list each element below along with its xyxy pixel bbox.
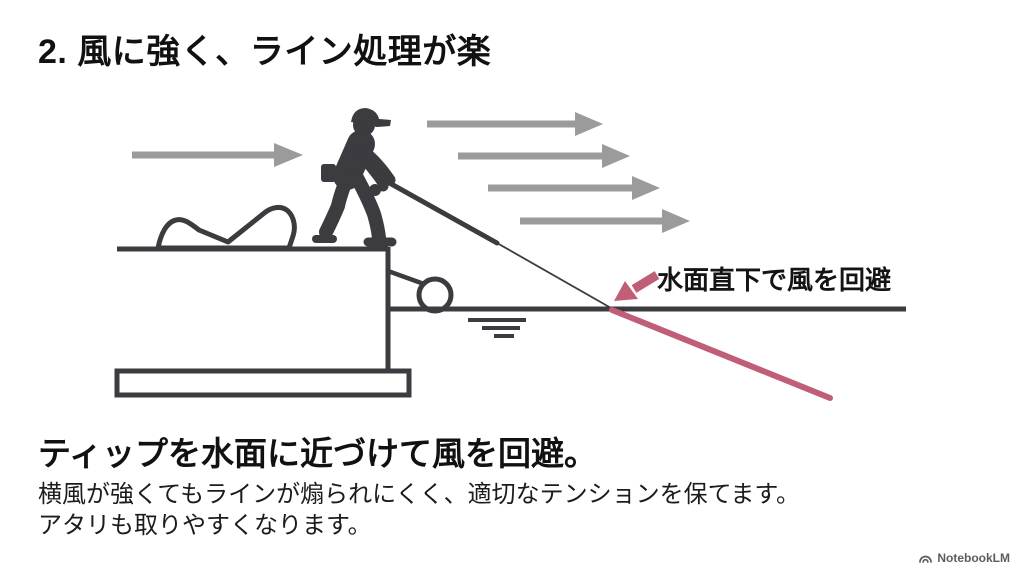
rod-and-line	[369, 173, 833, 401]
notebooklm-logo-icon	[919, 555, 933, 563]
cap-icon	[351, 108, 391, 127]
slide-caption: ティップを水面に近づけて風を回避。	[38, 435, 598, 472]
fishing-rod	[374, 173, 500, 246]
hip-bag	[321, 164, 336, 182]
fender-roller	[416, 276, 454, 314]
angler-back-leg	[319, 171, 354, 239]
fishing-line-above-water	[496, 242, 612, 309]
rocks-outline	[155, 204, 297, 251]
water-surface-annotation: 水面直下で風を回避	[657, 265, 892, 295]
water	[388, 306, 906, 338]
fender-brace	[387, 268, 425, 287]
fishing-line-underwater	[609, 307, 833, 401]
angler-silhouette	[312, 108, 397, 247]
wind-arrow-icon	[427, 112, 603, 136]
notebooklm-label: NotebookLM	[937, 551, 1010, 565]
body-line: 横風が強くてもラインが煽られにくく、適切なテンションを保てます。	[38, 481, 800, 508]
ripples-icon	[468, 318, 526, 338]
pier-footing	[114, 368, 412, 398]
notebooklm-watermark: NotebookLM	[918, 551, 1010, 565]
fishing-reel	[369, 184, 381, 196]
annotation-arrow-icon	[614, 271, 660, 301]
wind-arrow-icon	[458, 144, 630, 168]
wind-arrow-icon	[520, 209, 690, 233]
wind-arrows-icon	[132, 112, 690, 233]
body-line: アタリも取りやすくなります。	[38, 512, 372, 539]
slide-title: 2. 風に強く、ライン処理が楽	[38, 33, 492, 71]
angler-front-leg	[349, 169, 386, 245]
slide-body: 横風が強くてもラインが煽られにくく、適切なテンションを保てます。 アタリも取りや…	[38, 479, 800, 541]
wind-arrow-icon	[132, 143, 303, 167]
pier-structure	[114, 204, 454, 398]
wind-arrow-icon	[488, 176, 660, 200]
